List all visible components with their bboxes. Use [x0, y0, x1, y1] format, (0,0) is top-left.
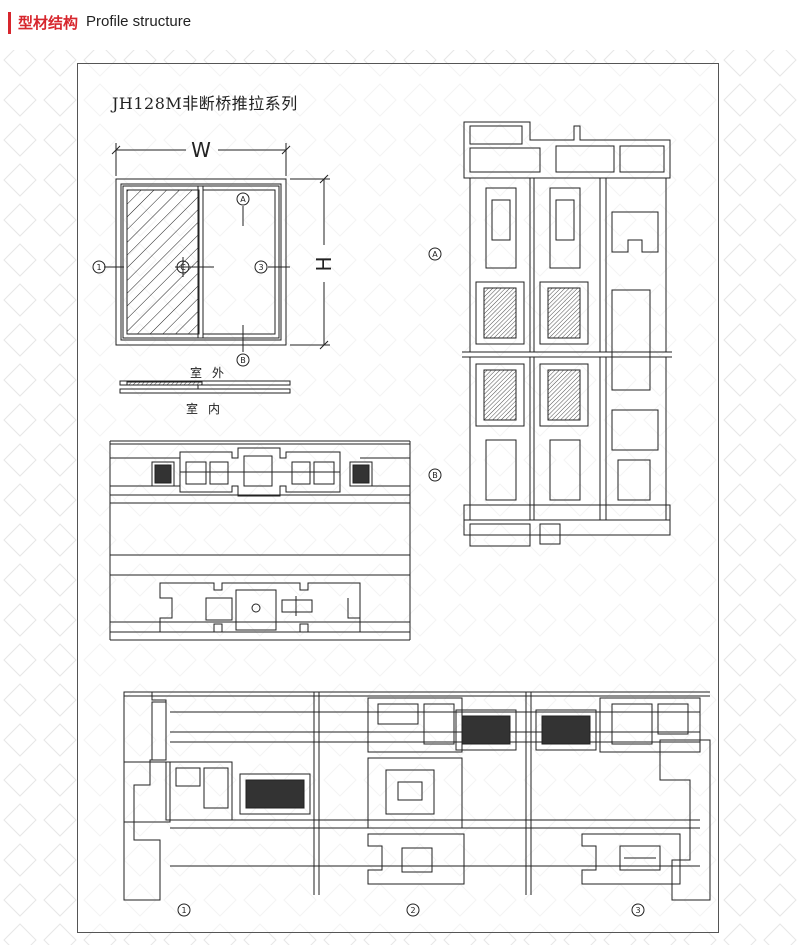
window-elevation [92, 143, 330, 367]
header-accent-bar [8, 12, 11, 34]
header-title-cn: 型材结构 [18, 15, 79, 32]
bottom-sections [123, 691, 711, 917]
bottom-marker-3: 3 [635, 906, 640, 915]
marker-a: A [240, 195, 246, 204]
plan-strip [119, 380, 291, 394]
horizontal-section [109, 440, 411, 641]
bottom-marker-1: 1 [181, 906, 186, 915]
bottom-marker-2: 2 [410, 906, 415, 915]
marker-3: 3 [258, 263, 263, 272]
vertical-section [428, 121, 672, 547]
drawing-title: JH128M非断桥推拉系列 [112, 94, 298, 113]
dimension-h-label: H [312, 256, 336, 271]
marker-c: C [180, 263, 186, 272]
marker-1: 1 [96, 263, 101, 272]
label-outside: 室外 [190, 366, 235, 380]
marker-b: B [240, 356, 246, 365]
header-title-en: Profile structure [86, 13, 192, 30]
section-marker-a: A [432, 250, 438, 259]
dimension-w-label: W [191, 138, 211, 162]
section-marker-b: B [432, 471, 438, 480]
label-inside: 室内 [186, 402, 231, 416]
